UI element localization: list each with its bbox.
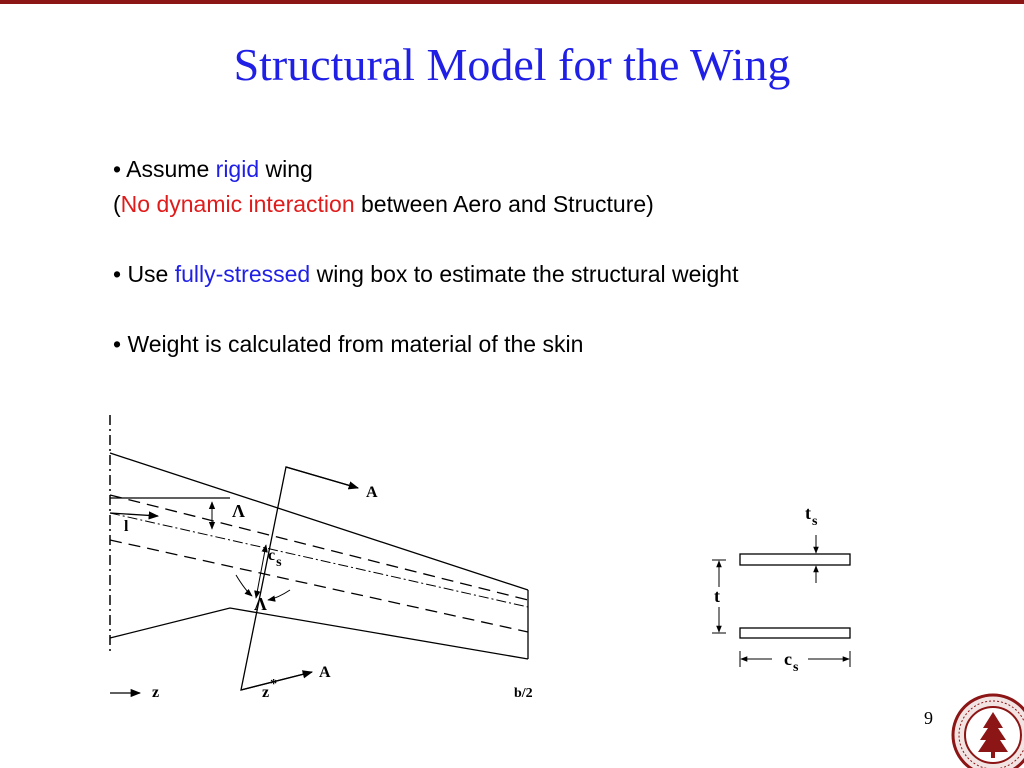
bullet-text-segment: between Aero and Structure) <box>354 191 654 217</box>
stanford-seal-logo <box>951 693 1024 768</box>
axis-b2-label: b/2 <box>514 686 533 701</box>
rear-spar-line <box>109 539 529 633</box>
bullet-text-segment: wing box to estimate the structural weig… <box>310 261 739 287</box>
page-number: 9 <box>924 708 933 728</box>
section-cut-line <box>240 466 359 691</box>
sweep-angle-lower: Λ <box>254 594 267 614</box>
bullet-text-segment: rigid <box>215 156 260 182</box>
length-label: l <box>124 518 129 535</box>
wing-planform-diagram: A A Λ l cs Λ z z* b/2 <box>109 415 533 701</box>
bullet-text-segment: • Assume <box>113 156 216 182</box>
axis-z-star-label: z* <box>262 677 277 701</box>
top-accent-bar <box>0 0 1024 4</box>
lower-skin <box>739 627 851 639</box>
bullet-gap <box>113 292 738 327</box>
bullet-line: • Use fully-stressed wing box to estimat… <box>113 257 738 292</box>
section-label-bottom: A <box>319 664 331 681</box>
skin-thickness-label: ts <box>805 503 818 529</box>
bullet-text-segment: ( <box>113 191 121 217</box>
wing-box-section-diagram: ts t cs <box>712 503 851 675</box>
bullet-text-segment: • Weight is calculated from material of … <box>113 331 584 357</box>
chord-label: cs <box>268 547 282 570</box>
section-arrow-bottom <box>240 670 314 691</box>
bullet-text-segment: • Use <box>113 261 175 287</box>
bullet-line: • Assume rigid wing <box>113 152 738 187</box>
axis-z-label: z <box>152 684 159 701</box>
upper-skin <box>739 553 851 566</box>
bullet-line: • Weight is calculated from material of … <box>113 327 738 362</box>
slide-title: Structural Model for the Wing <box>233 39 791 90</box>
bullet-gap <box>113 222 738 257</box>
bullet-text-segment: fully-stressed <box>174 261 311 287</box>
bullet-text-segment: wing <box>259 156 313 182</box>
front-spar-line <box>109 494 529 601</box>
section-arrow-top <box>285 466 359 490</box>
section-label-top: A <box>366 484 378 501</box>
trailing-edge <box>109 607 529 660</box>
sweep-angle-upper: Λ <box>232 501 245 521</box>
bullet-line: (No dynamic interaction between Aero and… <box>113 187 738 222</box>
bullet-list: • Assume rigid wing (No dynamic interact… <box>113 152 738 362</box>
box-chord-label: cs <box>784 649 799 675</box>
box-thickness-label: t <box>714 586 720 606</box>
bullet-text-segment: No dynamic interaction <box>120 191 355 217</box>
reference-line <box>109 512 529 608</box>
leading-edge <box>109 452 529 591</box>
